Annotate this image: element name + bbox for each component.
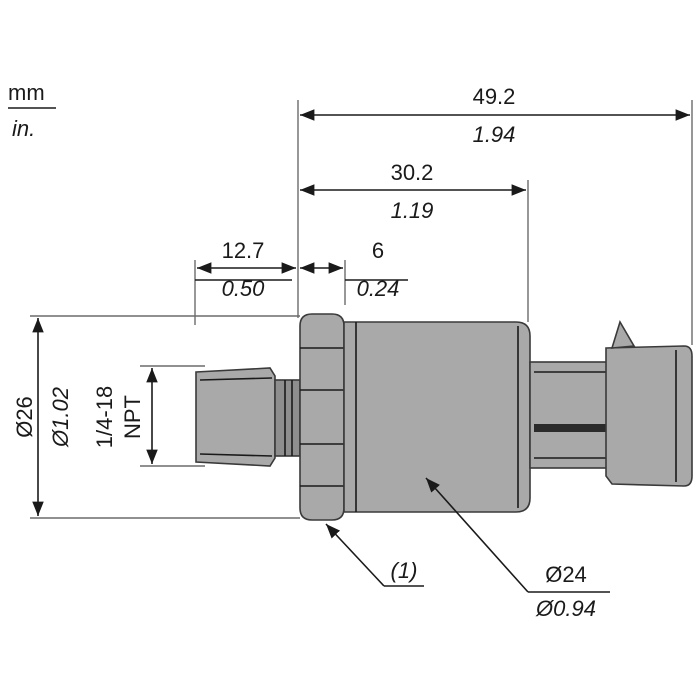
connector-groove [534, 424, 608, 432]
sensor-body [195, 313, 693, 521]
overall-length-in: 1.94 [473, 122, 516, 147]
npt-thread-fitting [195, 367, 276, 467]
units-legend: mm in. [8, 80, 56, 141]
hex-diameter-mm: Ø26 [12, 396, 37, 438]
hex-length-mm: 6 [372, 238, 384, 263]
unit-primary: mm [8, 80, 45, 105]
body-length-in: 1.19 [391, 198, 434, 223]
unit-secondary: in. [12, 116, 35, 141]
extension-lines [30, 100, 693, 519]
connector-latch [610, 320, 636, 349]
connector-head [605, 345, 693, 487]
thread-edge-top [199, 377, 273, 381]
body-dia-leader [425, 477, 529, 593]
dim-body-diameter: Ø24 Ø0.94 [425, 477, 610, 621]
dim-thread-length: 12.7 0.50 [195, 238, 296, 301]
dim-body-length: 30.2 1.19 [300, 160, 526, 223]
body-length-mm: 30.2 [391, 160, 434, 185]
dim-overall-length: 49.2 1.94 [300, 84, 690, 147]
main-body [343, 321, 531, 513]
thread-length-mm: 12.7 [222, 238, 265, 263]
body-diameter-mm: Ø24 [545, 562, 587, 587]
thread-spec-line2: NPT [120, 395, 145, 439]
thread-edge-bottom [199, 453, 273, 457]
body-diameter-in: Ø0.94 [535, 596, 596, 621]
hex-diameter-in: Ø1.02 [48, 387, 73, 448]
overall-length-mm: 49.2 [473, 84, 516, 109]
dim-hex-length: 6 0.24 [300, 238, 408, 301]
dim-thread-spec: 1/4-18 NPT [92, 368, 158, 464]
fitting-neck [274, 379, 301, 457]
thread-spec-line1: 1/4-18 [92, 386, 117, 448]
connector-shaft [529, 361, 613, 469]
hex-nut [299, 313, 345, 521]
callout-1-leader [325, 523, 385, 587]
callout-1: (1) [325, 523, 424, 587]
dim-hex-diameter: Ø26 Ø1.02 [12, 318, 73, 516]
callout-1-label: (1) [391, 558, 418, 583]
